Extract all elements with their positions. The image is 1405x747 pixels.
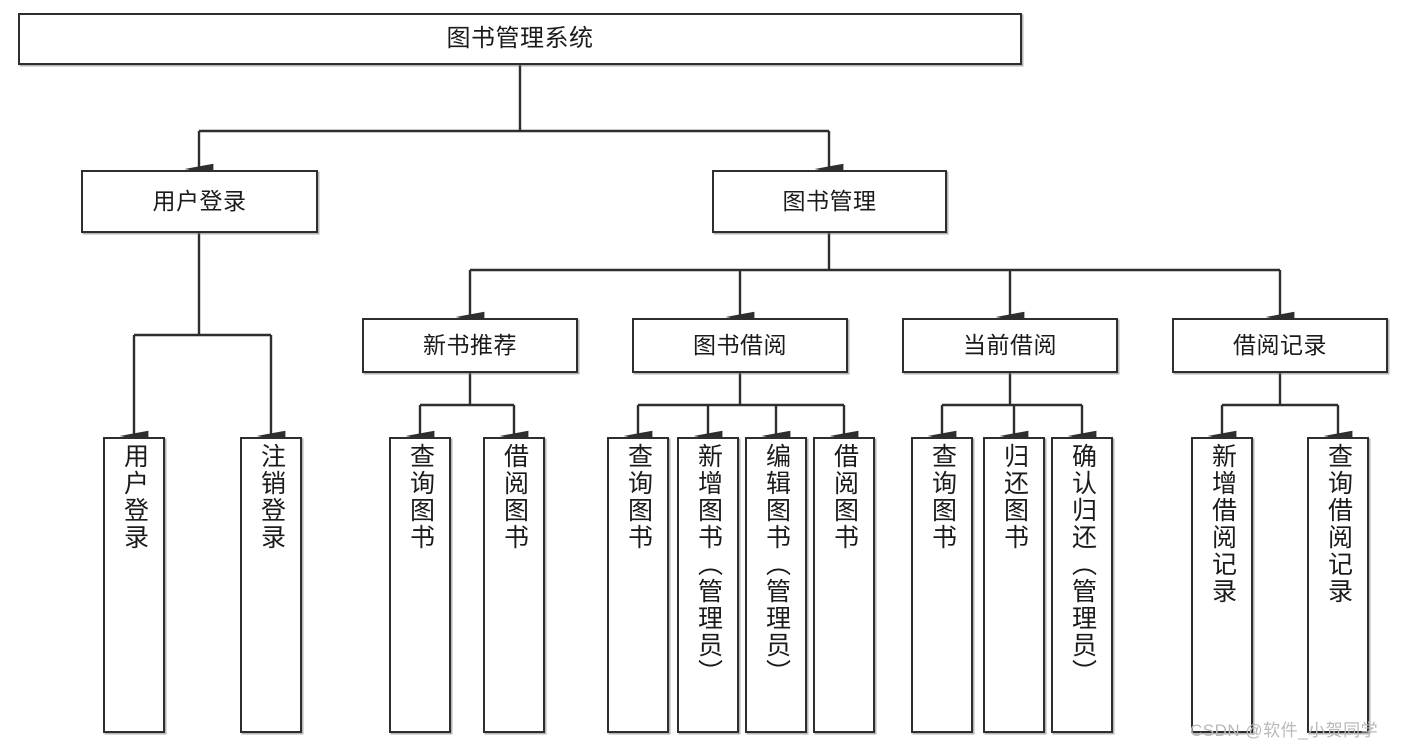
leaf-query-book-current[interactable]: 查询图书 [911, 437, 973, 733]
node-label: 新增借阅记录 [1208, 443, 1237, 605]
node-label: 查询图书 [928, 443, 957, 551]
node-label: 归还图书 [1000, 443, 1029, 551]
leaf-query-book-borrow[interactable]: 查询图书 [607, 437, 669, 733]
leaf-query-borrow-record[interactable]: 查询借阅记录 [1307, 437, 1369, 733]
node-label: 图书管理 [782, 187, 877, 214]
node-label: 图书管理系统 [446, 24, 594, 52]
node-label: 借阅记录 [1233, 331, 1327, 358]
node-book-management[interactable]: 图书管理 [712, 170, 947, 233]
leaf-logout[interactable]: 注销登录 [240, 437, 302, 733]
leaf-confirm-return-admin[interactable]: 确认归还（管理员） [1051, 437, 1113, 733]
node-label: 查询图书 [624, 443, 653, 551]
node-label: 注销登录 [257, 443, 286, 551]
node-label: 查询图书 [406, 443, 435, 551]
node-book-borrow[interactable]: 图书借阅 [632, 318, 848, 373]
node-label: 借阅图书 [830, 443, 859, 551]
node-label: 确认归还（管理员） [1068, 443, 1097, 686]
node-label: 借阅图书 [500, 443, 529, 551]
node-root-system[interactable]: 图书管理系统 [18, 13, 1022, 65]
leaf-edit-book-admin[interactable]: 编辑图书（管理员） [745, 437, 807, 733]
leaf-add-book-admin[interactable]: 新增图书（管理员） [677, 437, 739, 733]
node-label: 当前借阅 [963, 331, 1057, 358]
node-current-borrow[interactable]: 当前借阅 [902, 318, 1118, 373]
leaf-user-login[interactable]: 用户登录 [103, 437, 165, 733]
node-label: 用户登录 [120, 443, 149, 551]
node-borrow-record[interactable]: 借阅记录 [1172, 318, 1388, 373]
node-label: 新增图书（管理员） [694, 443, 723, 686]
node-label: 新书推荐 [423, 331, 517, 358]
leaf-return-book[interactable]: 归还图书 [983, 437, 1045, 733]
node-new-book-recommend[interactable]: 新书推荐 [362, 318, 578, 373]
csdn-watermark: CSDN @软件_小贺同学 [1190, 721, 1379, 740]
node-label: 编辑图书（管理员） [762, 443, 791, 686]
node-label: 图书借阅 [693, 331, 787, 358]
node-user-login[interactable]: 用户登录 [81, 170, 318, 233]
leaf-borrow-book[interactable]: 借阅图书 [813, 437, 875, 733]
node-label: 用户登录 [152, 187, 247, 214]
leaf-query-book-recommend[interactable]: 查询图书 [389, 437, 451, 733]
node-label: 查询借阅记录 [1324, 443, 1353, 605]
leaf-add-borrow-record[interactable]: 新增借阅记录 [1191, 437, 1253, 733]
leaf-borrow-book-recommend[interactable]: 借阅图书 [483, 437, 545, 733]
